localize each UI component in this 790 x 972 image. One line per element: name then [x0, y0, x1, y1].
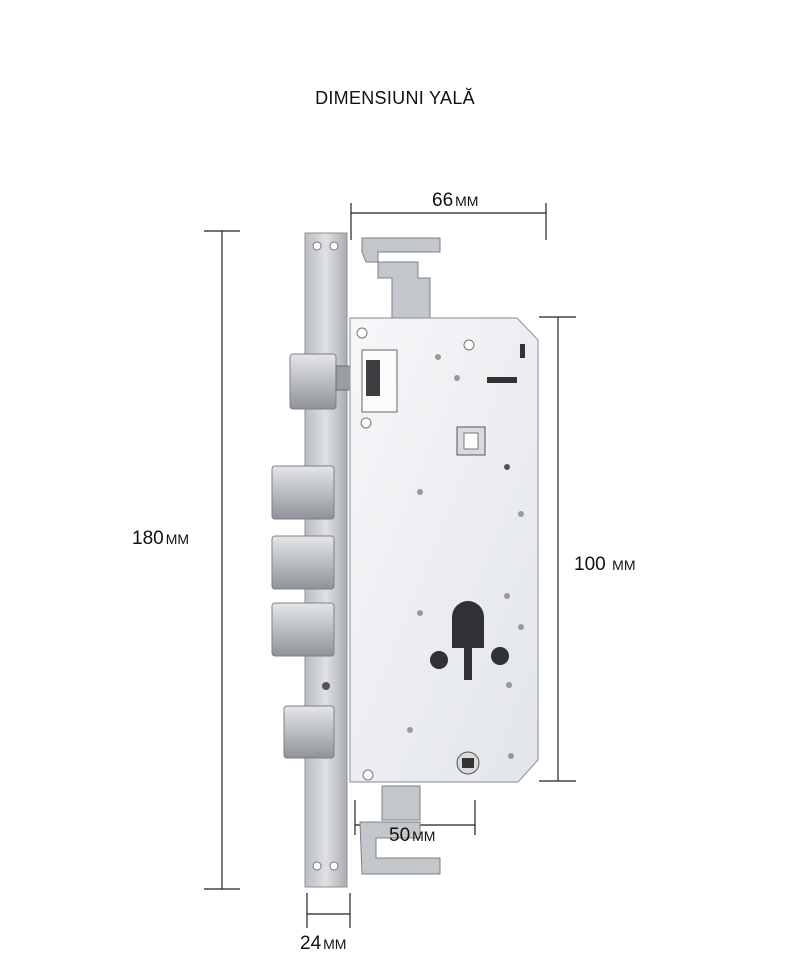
dimension-value: 50: [389, 825, 411, 846]
top-hook: [361, 237, 441, 323]
dimension-value: 24: [300, 933, 322, 954]
dimension-label-100: 100 MM: [574, 554, 635, 576]
dim-line-180: [204, 230, 240, 890]
dim-line-100: [539, 316, 576, 782]
dim-line-24: [306, 893, 351, 928]
dimension-value: 66: [432, 190, 454, 211]
lock-case: [349, 317, 539, 783]
dimension-unit: MM: [165, 531, 190, 547]
dimension-unit: MM: [412, 828, 436, 844]
dim-line-66: [350, 203, 547, 240]
dimension-unit: MM: [323, 936, 347, 952]
deadbolts: [271, 465, 335, 759]
dimension-unit: MM: [455, 193, 479, 209]
bottom-hook: [359, 785, 441, 875]
dimension-value: 100: [574, 554, 606, 575]
dimension-value: 180: [132, 528, 164, 549]
diagram-title: DIMENSIUNI YALĂ: [315, 88, 475, 108]
dimension-unit: MM: [612, 557, 636, 573]
